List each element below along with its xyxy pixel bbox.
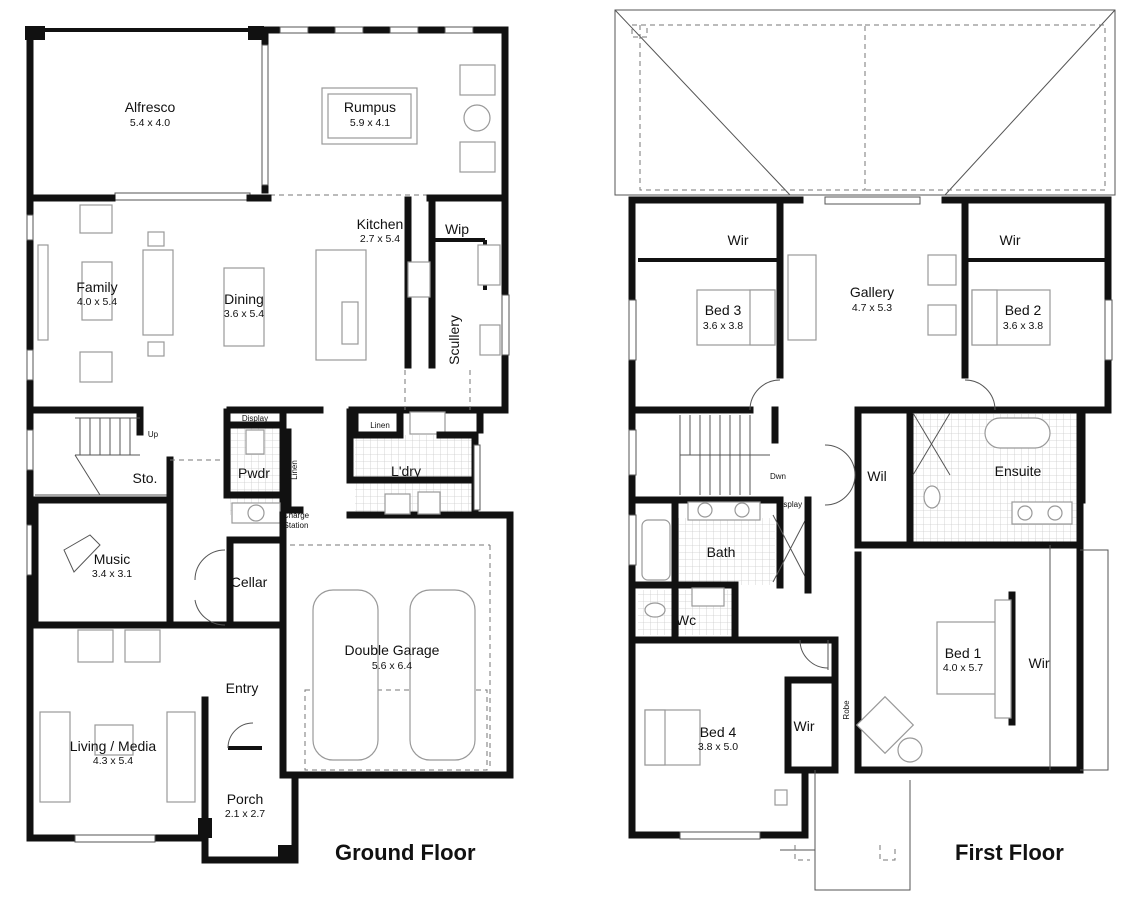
room-label-bed1: Bed 1 [945, 645, 982, 661]
display-label: Display [242, 414, 268, 423]
car-right [409, 589, 476, 761]
room-label-wir-bed1: Wir [1029, 655, 1050, 671]
room-dims-rumpus: 5.9 x 4.1 [350, 117, 390, 129]
room-dims-bed2: 3.6 x 3.8 [1003, 320, 1043, 332]
room-label-powder: Pwdr [238, 465, 270, 481]
room-label-wc: Wc [676, 612, 696, 628]
room-label-bed2: Bed 2 [1005, 302, 1042, 318]
garage-walls [279, 511, 514, 779]
room-dims-living: 4.3 x 5.4 [93, 755, 133, 767]
room-label-scullery: Scullery [446, 315, 462, 365]
room-label-bed3: Bed 3 [705, 302, 742, 318]
room-dims-garage: 5.6 x 6.4 [372, 660, 412, 672]
room-dims-porch: 2.1 x 2.7 [225, 808, 265, 820]
room-label-entry: Entry [226, 680, 259, 696]
laundry-tiles [355, 435, 475, 515]
room-label-garage: Double Garage [345, 642, 440, 658]
charge-station-label: Station [284, 521, 309, 530]
piano-icon [63, 534, 101, 573]
room-dims-gallery: 4.7 x 5.3 [852, 302, 892, 314]
room-label-music: Music [94, 551, 131, 567]
room-label-bath: Bath [707, 544, 736, 560]
stair-up-label: Up [148, 430, 159, 439]
room-label-store: Sto. [133, 470, 158, 486]
ground-floor-plan: Alfresco 5.4 x 4.0 Rumpus 5.9 x 4.1 Fami… [25, 26, 514, 865]
room-dims-bed3: 3.6 x 3.8 [703, 320, 743, 332]
room-label-wil: Wil [867, 468, 886, 484]
car-left [312, 589, 379, 761]
room-label-alfresco: Alfresco [125, 99, 176, 115]
room-label-family: Family [76, 279, 117, 295]
ground-outer-wall-top [26, 194, 509, 434]
room-label-rumpus: Rumpus [344, 99, 396, 115]
room-label-bed4: Bed 4 [700, 724, 737, 740]
ground-floor-title: Ground Floor [335, 840, 476, 865]
bathtub [984, 417, 1051, 449]
first-stairs [679, 415, 770, 495]
ground-stairs [35, 417, 170, 496]
room-dims-family: 4.0 x 5.4 [77, 296, 117, 308]
room-dims-bed4: 3.8 x 5.0 [698, 741, 738, 753]
linen-label: Linen [290, 460, 299, 480]
room-label-wip: Wip [445, 221, 469, 237]
room-dims-music: 3.4 x 3.1 [92, 568, 132, 580]
room-dims-kitchen: 2.7 x 5.4 [360, 233, 400, 245]
room-label-laundry: L'dry [391, 463, 421, 479]
room-label-wir-bed3: Wir [728, 232, 749, 248]
room-dims-bed1: 4.0 x 5.7 [943, 662, 983, 674]
room-dims-dining: 3.6 x 5.4 [224, 308, 264, 320]
room-label-ensuite: Ensuite [995, 463, 1042, 479]
room-dims-alfresco: 5.4 x 4.0 [130, 117, 170, 129]
room-label-kitchen: Kitchen [357, 216, 404, 232]
linen-label: Linen [370, 421, 390, 430]
room-label-gallery: Gallery [850, 284, 894, 300]
room-label-porch: Porch [227, 791, 264, 807]
first-floor-plan: Wir Wir Bed 3 3.6 x 3.8 Gallery 4.7 x 5.… [614, 9, 1116, 891]
robe-label: Robe [842, 700, 851, 720]
room-label-wir-bed2: Wir [1000, 232, 1021, 248]
roof-outline [614, 9, 1116, 196]
dining-table [223, 267, 265, 347]
charge-station-label: Charge [283, 511, 310, 520]
room-label-wir-bed4: Wir [794, 718, 815, 734]
display-label: Display [776, 500, 802, 509]
room-label-cellar: Cellar [231, 574, 268, 590]
room-label-living: Living / Media [70, 738, 157, 754]
room-label-dining: Dining [224, 291, 264, 307]
stair-down-label: Dwn [770, 472, 786, 481]
first-floor-title: First Floor [955, 840, 1064, 865]
